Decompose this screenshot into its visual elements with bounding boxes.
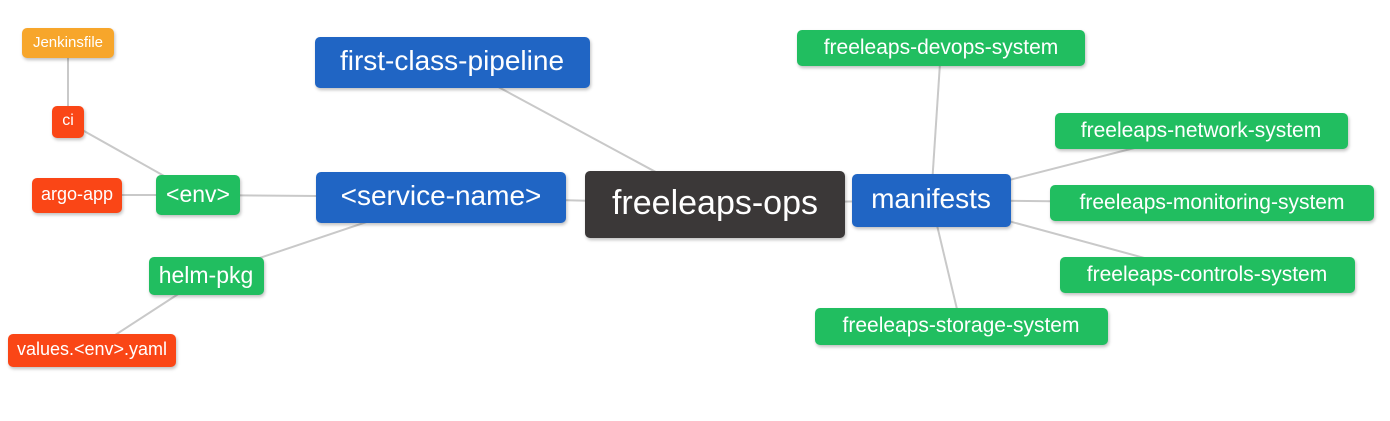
node-label: values.<env>.yaml [16, 339, 168, 359]
node-service-name[interactable]: <service-name> [316, 171, 566, 223]
node-label: Jenkinsfile [32, 33, 104, 51]
node-freeleaps-monitoring-system[interactable]: freeleaps-monitoring-system [1050, 185, 1374, 221]
node-freeleaps-controls-system[interactable]: freeleaps-controls-system [1059, 257, 1355, 293]
node-label: first-class-pipeline [339, 45, 565, 76]
node-label: freeleaps-storage-system [842, 313, 1080, 337]
node-label: ci [62, 112, 74, 129]
node-helm-pkg[interactable]: helm-pkg [148, 257, 264, 295]
node-values-env-yaml[interactable]: values.<env>.yaml [8, 333, 176, 367]
node-label: manifests [871, 183, 991, 214]
node-first-class-pipeline[interactable]: first-class-pipeline [314, 36, 590, 88]
node-label: helm-pkg [158, 261, 254, 288]
node-label: <env> [166, 180, 230, 207]
node-freeleaps-network-system[interactable]: freeleaps-network-system [1054, 113, 1348, 149]
node-label: freeleaps-network-system [1080, 118, 1322, 142]
node-freeleaps-devops-system[interactable]: freeleaps-devops-system [797, 30, 1085, 66]
node-label: <service-name> [340, 180, 542, 211]
node-label: argo-app [40, 184, 114, 204]
node-freeleaps-storage-system[interactable]: freeleaps-storage-system [814, 307, 1108, 345]
node-label: freeleaps-monitoring-system [1079, 190, 1345, 214]
node-freeleaps-ops[interactable]: freeleaps-ops [585, 170, 845, 238]
node-env[interactable]: <env> [156, 175, 240, 215]
node-argo-app[interactable]: argo-app [32, 177, 122, 213]
node-label: freeleaps-ops [611, 184, 818, 222]
node-label: freeleaps-devops-system [823, 35, 1059, 59]
node-ci[interactable]: ci [52, 106, 84, 138]
node-manifests[interactable]: manifests [851, 173, 1011, 227]
node-jenkinsfile[interactable]: Jenkinsfile [22, 28, 114, 58]
node-label: freeleaps-controls-system [1086, 262, 1328, 286]
